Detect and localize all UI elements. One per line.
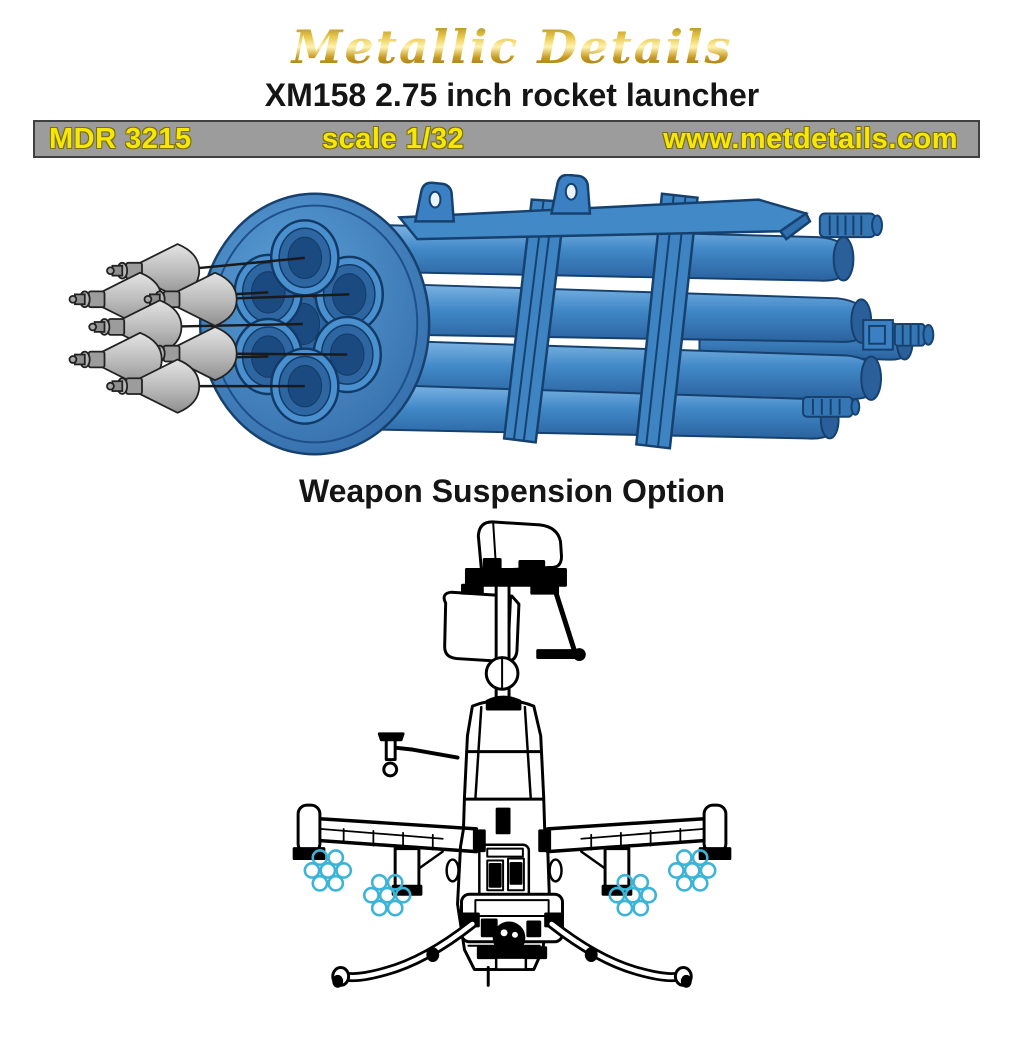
collar-bands-group bbox=[502, 192, 699, 450]
product-code: MDR 3215 bbox=[49, 123, 192, 155]
rear-fittings-group bbox=[802, 212, 935, 418]
website-url: www.metdetails.com bbox=[663, 123, 958, 155]
rocket-warhead-icon bbox=[106, 358, 201, 414]
rocket-warheads-group bbox=[68, 243, 238, 414]
rocket-pod-cluster bbox=[362, 873, 412, 917]
rocket-pod-cluster bbox=[303, 849, 353, 892]
helicopter-drawing bbox=[292, 520, 732, 988]
scale-label: scale 1/32 bbox=[322, 123, 465, 155]
rocket-launcher-render bbox=[68, 174, 935, 456]
rocket-pod-cluster bbox=[667, 849, 717, 892]
gun-sight-probe bbox=[377, 732, 460, 778]
rocket-pod-cluster bbox=[608, 873, 658, 917]
brand-logo: Metallic Details bbox=[0, 18, 1024, 76]
rocket-pods-group bbox=[303, 849, 717, 917]
main-rotor-group bbox=[442, 520, 586, 706]
suspension-heading: Weapon Suspension Option bbox=[298, 473, 726, 509]
rocket-warhead-icon bbox=[88, 299, 183, 355]
kit-title: XM158 2.75 inch rocket launcher bbox=[264, 77, 760, 113]
chin-turret-group bbox=[460, 892, 564, 987]
suspension-lugs-group bbox=[413, 174, 592, 223]
top-plate bbox=[397, 198, 812, 241]
info-banner: MDR 3215 scale 1/32 www.metdetails.com bbox=[33, 120, 980, 158]
landing-skids-group bbox=[331, 912, 693, 988]
